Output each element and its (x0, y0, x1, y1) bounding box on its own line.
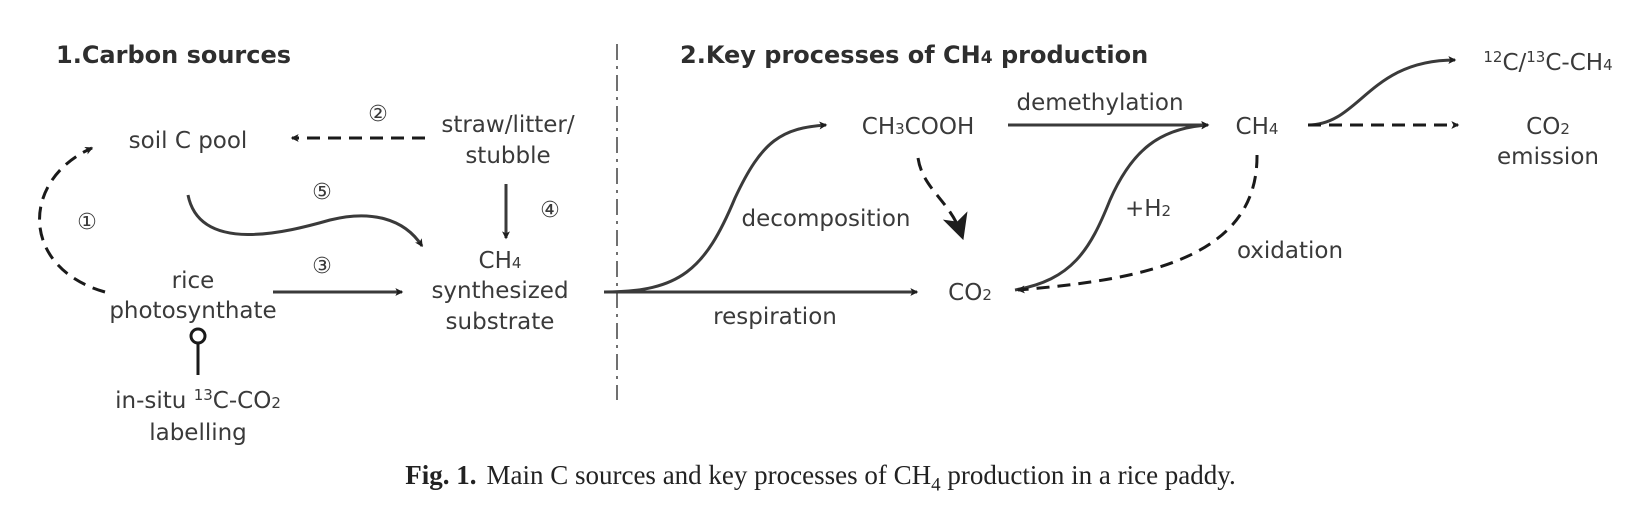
label-num-2: ② (368, 102, 388, 127)
node-ch4-substrate-line2: synthesized (431, 278, 568, 304)
label-num-4: ④ (540, 198, 560, 223)
node-rice-line1: rice (172, 268, 215, 294)
label-num-1: ① (77, 210, 97, 235)
node-straw-litter-stubble-line1: straw/litter/ (441, 112, 575, 138)
edge-label-demethylation: demethylation (1016, 90, 1183, 116)
label-num-3: ③ (312, 254, 332, 279)
section-title-carbon-sources: 1.Carbon sources (56, 41, 291, 69)
node-co2-emission-line1: CO2 (1526, 114, 1570, 140)
edge-label-oxidation: oxidation (1237, 238, 1343, 264)
node-in-situ-labelling-line1: in-situ 13C-CO2 (115, 386, 281, 414)
arrow-1-rice-to-soil (38, 146, 106, 294)
arrow-decomposition (603, 121, 828, 294)
label-num-5: ⑤ (312, 180, 332, 205)
arrow-ch4-to-isotope (1307, 56, 1457, 127)
labelling-marker-icon (189, 327, 207, 345)
node-straw-litter-stubble-line2: stubble (465, 143, 550, 169)
node-ch4: CH4 (1236, 114, 1279, 140)
node-ch3cooh: CH3COOH (862, 114, 974, 140)
node-in-situ-labelling-line2: labelling (149, 420, 247, 446)
node-ch4-substrate-line1: CH4 (479, 248, 522, 274)
arrow-ch3cooh-to-co2 (916, 157, 968, 241)
edge-label-respiration: respiration (713, 304, 837, 330)
section-title-key-processes: 2.Key processes of CH4 production (680, 41, 1148, 69)
figure-caption: Fig. 1. Main C sources and key processes … (0, 460, 1641, 496)
arrow-oxidation (1016, 154, 1259, 294)
node-soil-c-pool: soil C pool (129, 128, 248, 154)
caption-text-sub: 4 (931, 474, 941, 496)
node-co2-emission-line2: emission (1497, 144, 1599, 170)
node-rice-photosynthate: photosynthate (109, 298, 276, 324)
arrow-5-soil-to-substrate (186, 194, 424, 248)
node-ch4-substrate-line3: substrate (446, 309, 555, 335)
arrow-co2-to-ch4 (1014, 121, 1210, 292)
edge-label-plus-h2: +H2 (1125, 196, 1171, 222)
figure-label: Fig. 1. (405, 460, 477, 490)
caption-text-suffix: production in a rice paddy. (940, 460, 1236, 490)
edge-label-decomposition: decomposition (742, 206, 911, 232)
node-co2: CO2 (948, 280, 992, 306)
node-isotope-ch4: 12C/13C-CH4 (1483, 48, 1612, 76)
caption-text-prefix: Main C sources and key processes of CH (486, 460, 932, 490)
